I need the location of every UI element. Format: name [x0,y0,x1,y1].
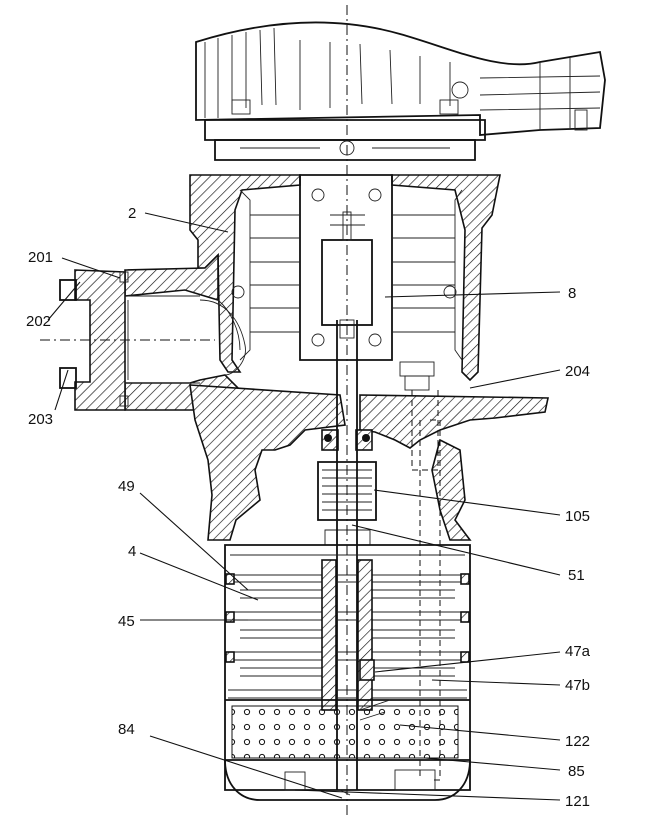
motor-housing [195,21,606,161]
label-84: 84 [118,721,135,738]
label-49: 49 [118,478,135,495]
label-45: 45 [118,613,135,630]
label-8: 8 [568,285,576,302]
label-85: 85 [568,763,585,780]
label-51: 51 [568,567,585,584]
pump-head-housing [124,174,549,541]
label-4: 4 [128,543,136,560]
label-121: 121 [565,793,590,810]
label-202: 202 [26,313,51,330]
label-47a: 47a [565,643,591,660]
suction-strainer [224,699,471,801]
center-lines [40,5,348,815]
label-47b: 47b [565,677,590,694]
label-2: 2 [128,205,136,222]
leader-lines [47,212,561,801]
label-122: 122 [565,733,590,750]
label-204: 204 [565,363,590,380]
coupling [239,174,463,361]
label-203: 203 [28,411,53,428]
label-201: 201 [28,249,53,266]
callout-labels: 2 201 202 203 8 204 49 105 4 51 45 47a 4… [26,205,591,810]
label-105: 105 [565,508,590,525]
